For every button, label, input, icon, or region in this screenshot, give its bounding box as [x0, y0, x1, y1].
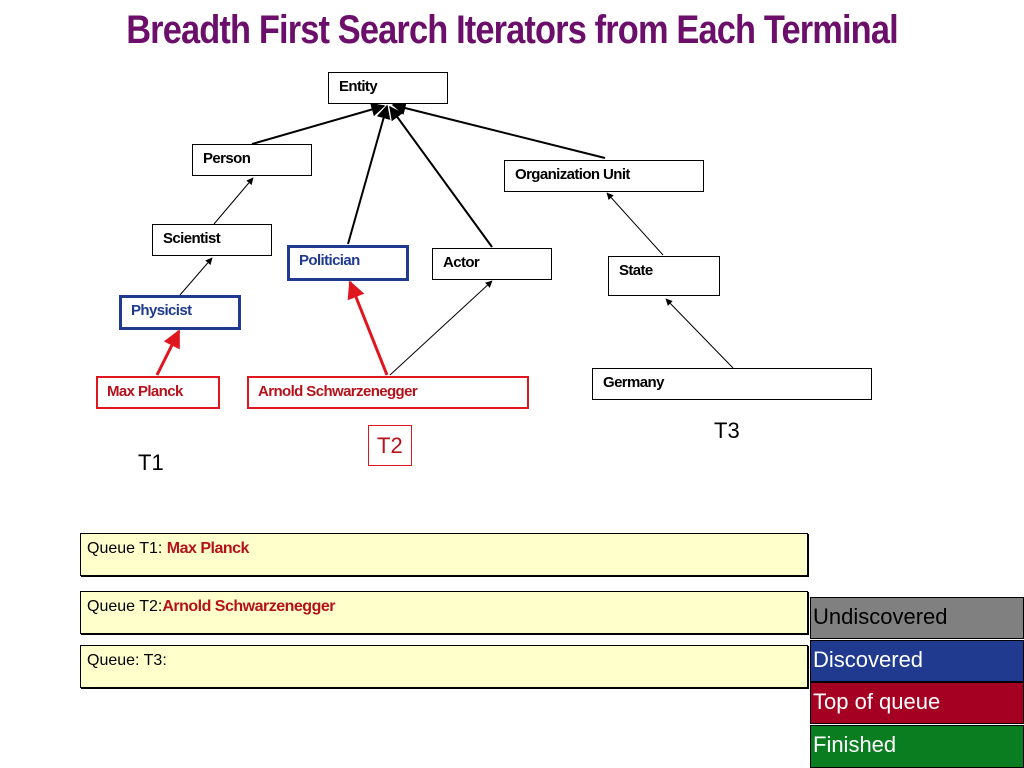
- terminal-label-t1: T1: [138, 450, 164, 475]
- node-organization-unit: Organization Unit: [504, 160, 704, 192]
- legend-undiscovered: Undiscovered: [810, 597, 1024, 639]
- edge-arnold-actor: [389, 280, 493, 376]
- edge-person-entity: [251, 102, 386, 145]
- terminal-label-t2: T2: [368, 425, 412, 466]
- edge-arnold-politician: [347, 280, 389, 376]
- legend-discovered: Discovered: [810, 640, 1024, 682]
- queue-t3-label: Queue: T3:: [87, 652, 167, 669]
- node-germany: Germany: [592, 368, 872, 400]
- queue-t2-value: Arnold Schwarzenegger: [162, 598, 335, 615]
- queue-t1-value: Max Planck: [166, 540, 250, 557]
- node-person: Person: [192, 144, 312, 176]
- terminal-label-t3: T3: [714, 418, 740, 443]
- edge-scientist-person: [213, 177, 254, 225]
- legend-top-of-queue: Top of queue: [810, 682, 1024, 724]
- queue-t2-label: Queue T2:: [87, 598, 163, 615]
- queue-t1: Queue T1: Max Planck: [80, 533, 808, 576]
- slide-title: Breadth First Search Iterators from Each…: [126, 8, 898, 52]
- edge-orgunit-entity: [391, 101, 606, 159]
- node-physicist: Physicist: [119, 295, 241, 330]
- node-actor: Actor: [432, 248, 552, 280]
- queue-t1-label: Queue T1:: [87, 540, 167, 557]
- edge-physicist-scientist: [179, 257, 213, 296]
- edge-actor-entity: [389, 105, 493, 248]
- node-politician: Politician: [287, 245, 409, 281]
- node-entity: Entity: [328, 72, 448, 104]
- node-state: State: [608, 256, 720, 296]
- node-max-planck: Max Planck: [96, 376, 220, 409]
- legend-finished: Finished: [810, 725, 1024, 768]
- queue-t2: Queue T2:Arnold Schwarzenegger: [80, 591, 808, 634]
- queue-t3: Queue: T3:: [80, 645, 808, 688]
- edge-maxplanck-physicist: [155, 329, 181, 376]
- edge-politician-entity: [347, 104, 391, 245]
- node-arnold-schwarzenegger: Arnold Schwarzenegger: [247, 376, 529, 409]
- edge-state-orgunit: [606, 192, 664, 256]
- edge-germany-state: [665, 298, 734, 369]
- node-scientist: Scientist: [152, 224, 272, 256]
